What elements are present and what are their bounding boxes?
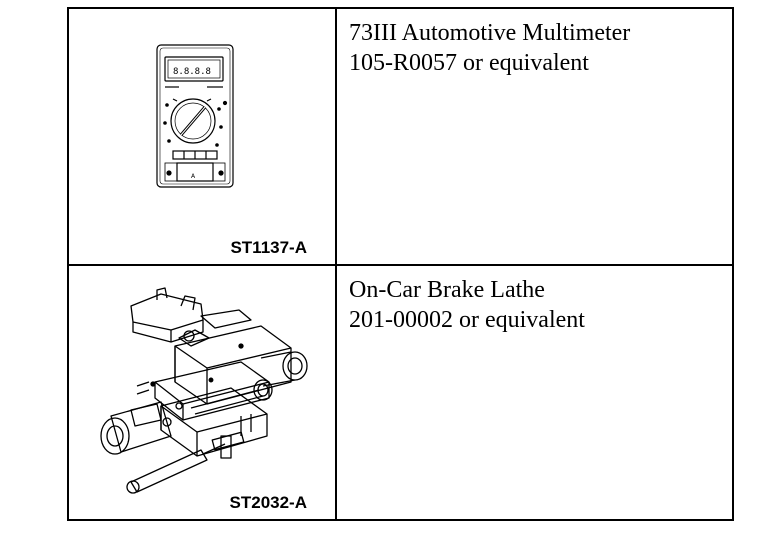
tool-name: 73III Automotive Multimeter	[349, 20, 631, 46]
special-tools-table: 8.8.8.8	[67, 7, 734, 521]
tool-name: On-Car Brake Lathe	[349, 277, 545, 303]
tool-image-cell: ST2032-A	[69, 266, 337, 519]
tool-image-cell: 8.8.8.8	[69, 9, 337, 264]
tool-caption: ST2032-A	[229, 493, 307, 512]
tool-number: 201-00002 or equivalent	[349, 307, 585, 333]
tool-description-cell: On-Car Brake Lathe 201-00002 or equivale…	[337, 266, 732, 519]
tool-description-cell: 73III Automotive Multimeter 105-R0057 or…	[337, 9, 732, 264]
brake-lathe-icon	[100, 287, 308, 494]
tool-row-multimeter: 8.8.8.8	[69, 9, 732, 266]
tool-row-brake-lathe: ST2032-A On-Car Brake Lathe 201-00002 or…	[69, 266, 732, 519]
multimeter-icon: 8.8.8.8	[156, 44, 234, 188]
tool-number: 105-R0057 or equivalent	[349, 50, 589, 76]
tool-caption: ST1137-A	[230, 238, 307, 257]
svg-text:8.8.8.8: 8.8.8.8	[173, 67, 211, 77]
svg-text:A: A	[191, 173, 196, 180]
